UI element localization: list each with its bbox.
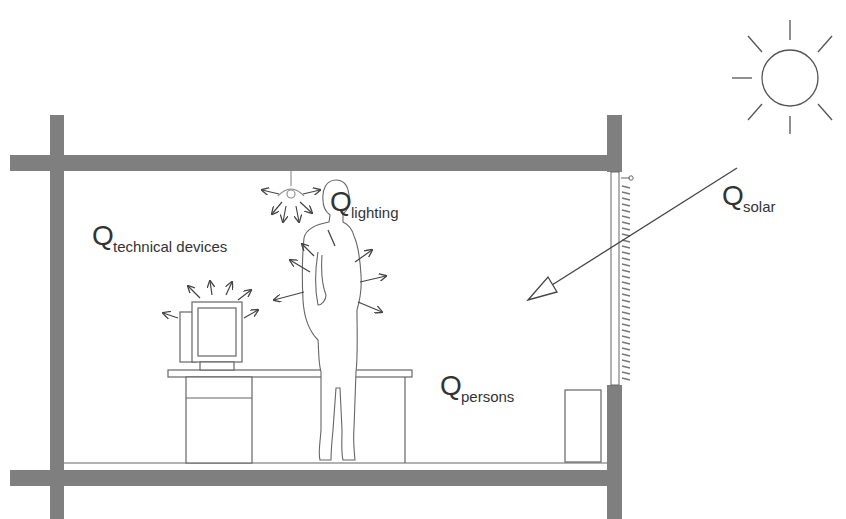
- lamp: [278, 171, 304, 198]
- sun: [732, 20, 832, 134]
- heat-symbol: Q: [722, 182, 744, 210]
- heat-subscript: technical devices: [113, 239, 227, 254]
- heat-subscript: lighting: [351, 205, 399, 220]
- building-structure: [10, 115, 622, 519]
- heat-symbol: Q: [440, 372, 462, 400]
- heat-subscript: persons: [461, 389, 514, 404]
- blinds: [622, 186, 630, 380]
- solar-arrow: [528, 168, 737, 300]
- heat-symbol: Q: [92, 222, 114, 250]
- desk: [168, 370, 412, 463]
- heat-symbol: Q: [330, 188, 352, 216]
- window: [611, 172, 633, 385]
- radiator: [565, 390, 601, 462]
- heat-subscript: solar: [743, 199, 776, 214]
- floor-line: [64, 462, 607, 463]
- monitor: [180, 302, 242, 370]
- person-silhouette: [302, 180, 361, 460]
